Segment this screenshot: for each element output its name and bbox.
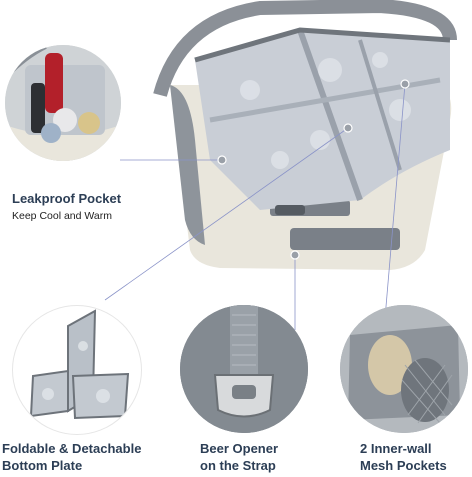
beer-opener-photo (180, 305, 308, 433)
mesh-line2: Mesh Pockets (360, 458, 447, 473)
foldable-caption: Foldable & Detachable Bottom Plate (2, 440, 162, 474)
callout-dot-opener (290, 250, 300, 260)
leakproof-pocket-photo (5, 45, 121, 161)
opener-line2: on the Strap (200, 458, 276, 473)
callout-dot-bottom-plate (343, 123, 353, 133)
mesh-caption: 2 Inner-wall Mesh Pockets (360, 440, 472, 474)
callout-dot-mesh (400, 79, 410, 89)
foldable-line1: Foldable & Detachable (2, 441, 142, 456)
mesh-line1: 2 Inner-wall (360, 441, 432, 456)
callout-dot-leakproof (217, 155, 227, 165)
opener-caption: Beer Opener on the Strap (200, 440, 320, 474)
leakproof-title: Leakproof Pocket (12, 191, 122, 206)
bottom-plate-photo (12, 305, 142, 435)
leakproof-caption: Leakproof Pocket Keep Cool and Warm (12, 190, 162, 222)
opener-line1: Beer Opener (200, 441, 279, 456)
foldable-line2: Bottom Plate (2, 458, 83, 473)
mesh-pockets-photo (340, 305, 468, 433)
leakproof-subtitle: Keep Cool and Warm (12, 210, 112, 222)
cooler-bag-main-image (153, 0, 457, 270)
